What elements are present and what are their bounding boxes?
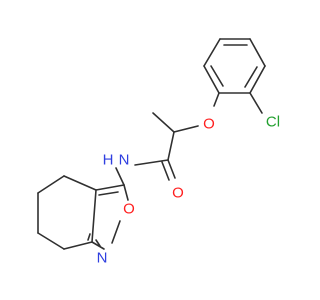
o-ch-bond <box>173 125 199 133</box>
n-isoxazole-bond <box>115 167 125 186</box>
ch-carbonyl-bond <box>167 131 175 161</box>
carbonyl-oxygen-atom: O <box>172 185 184 202</box>
amide-nitrogen-atom: N <box>119 152 130 169</box>
amide-hydrogen-atom: H <box>103 152 114 169</box>
aryl-o-bond <box>213 92 220 107</box>
methyl-bond <box>152 112 175 133</box>
tetrahydrobenzisoxazole <box>37 175 129 250</box>
ether-oxygen-atom: O <box>203 116 215 133</box>
c-cl-bond <box>249 92 263 114</box>
structure-svg: Cl O O N H O N <box>37 38 280 267</box>
isoxazole-oxygen-atom: O <box>123 201 135 218</box>
chlorophenyl-ring <box>203 38 266 94</box>
c-n-amide-bond <box>134 159 169 166</box>
molecule-diagram: Cl O O N H O N <box>37 38 281 267</box>
chlorine-atom: Cl <box>266 114 280 131</box>
carbonyl-double-bond-b <box>161 161 170 181</box>
carbonyl-double-bond-a <box>167 159 176 179</box>
isoxazole-nitrogen-atom: N <box>97 250 108 267</box>
